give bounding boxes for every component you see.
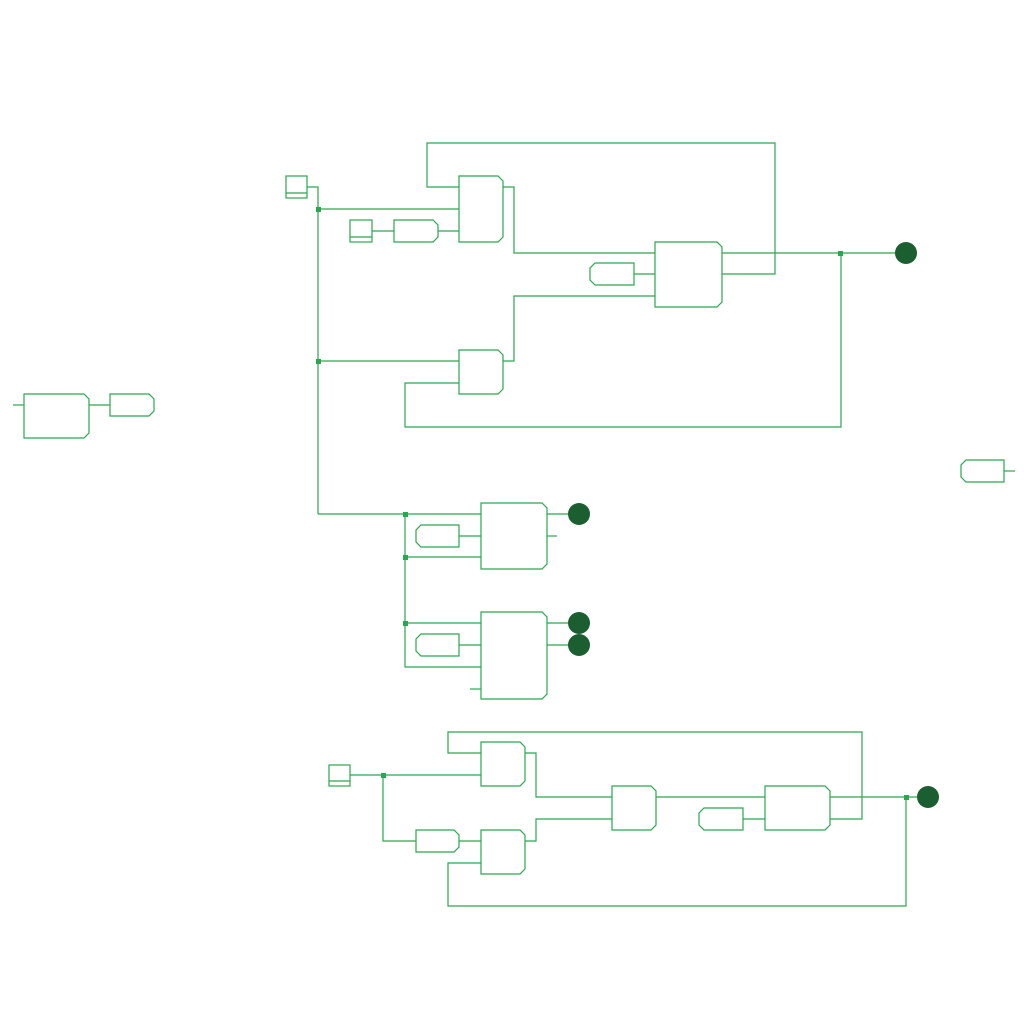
logic-block[interactable] [654,241,723,308]
wire [447,731,863,820]
junction-dot [316,359,321,364]
constant-block[interactable] [415,633,460,657]
output-port[interactable] [917,786,939,808]
left-stray-components [13,393,155,439]
wire [404,514,481,668]
circuit-middle [318,502,590,700]
constant-block[interactable] [415,829,460,853]
junction-dot [403,555,408,560]
constant-block[interactable] [698,807,744,831]
circuit-bottom [328,731,939,907]
wire [404,253,842,428]
junction-dot [904,795,909,800]
logic-gate[interactable] [480,829,526,875]
wire [426,142,776,275]
logic-block[interactable] [764,785,831,831]
constant-block[interactable] [960,459,1005,483]
constant-block[interactable] [109,393,155,417]
input-pin[interactable] [328,764,351,787]
constant-block[interactable] [393,219,439,243]
logic-gate[interactable] [458,175,504,243]
wire [503,186,655,254]
wire [503,295,655,362]
input-pin[interactable] [285,175,308,199]
wire [447,797,907,907]
wire [525,818,612,842]
constant-block[interactable] [589,262,635,286]
logic-block[interactable] [480,611,548,700]
output-port[interactable] [895,242,917,264]
wire [525,752,612,798]
junction-dot [316,207,321,212]
junction-dot [403,512,408,517]
logic-gate[interactable] [458,349,504,395]
wire [307,186,319,514]
junction-dot [381,773,386,778]
constant-block[interactable] [415,524,460,548]
output-port[interactable] [568,634,590,656]
input-pin[interactable] [349,219,373,243]
circuit-top [285,142,917,514]
junction-dot [403,621,408,626]
right-stray-components [960,459,1015,483]
logic-block[interactable] [23,393,90,439]
logic-block[interactable] [480,502,548,570]
logic-gate[interactable] [611,785,657,831]
wire [382,775,416,842]
logic-gate[interactable] [480,741,526,787]
output-port[interactable] [568,612,590,634]
output-port[interactable] [568,503,590,525]
junction-dot [838,251,843,256]
